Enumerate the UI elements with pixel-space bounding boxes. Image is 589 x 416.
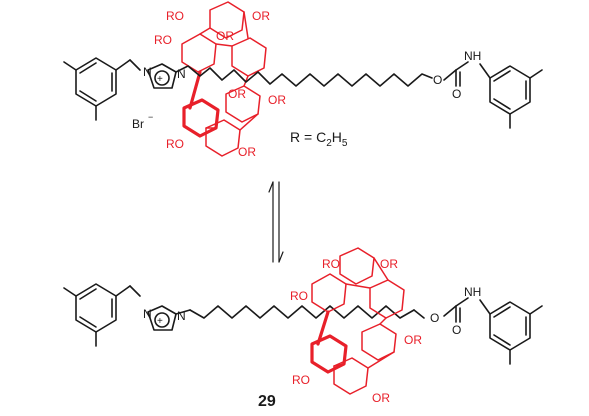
top-or-2: OR	[216, 29, 234, 43]
bottom-nitrogen-1: N	[143, 307, 152, 321]
bottom-or-1: OR	[380, 257, 398, 271]
bottom-nitrogen-2: N	[177, 309, 186, 323]
bottom-calixarene-macrocycle	[310, 247, 405, 395]
top-left-xylyl-stopper	[63, 57, 141, 121]
bottom-carbamate	[413, 297, 469, 323]
top-bromide: Br	[132, 117, 144, 131]
top-carbamate	[443, 61, 469, 87]
equilibrium-arrow	[268, 181, 284, 263]
top-alkyl-chain	[187, 65, 433, 87]
bottom-or-2: OR	[404, 333, 422, 347]
bottom-carbamate-nh: NH	[464, 285, 481, 299]
top-right-xylyl-stopper	[479, 63, 543, 129]
r-definition: R = C2H5	[290, 129, 348, 149]
bottom-ro-3: RO	[292, 373, 310, 387]
bottom-ro-2: RO	[290, 289, 308, 303]
bottom-ro-1: RO	[322, 257, 340, 271]
top-nitrogen-1: N	[143, 65, 152, 79]
top-ro-1: RO	[166, 9, 184, 23]
bottom-imidazolium	[147, 305, 191, 331]
top-or-3: OR	[228, 87, 246, 101]
bottom-carbamate-o2: O	[452, 323, 461, 337]
top-calixarene-macrocycle	[181, 1, 267, 157]
top-imidazolium-plus: +	[157, 74, 163, 85]
bottom-carbamate-o1: O	[430, 311, 439, 325]
bottom-rotaxane: N N + RO OR RO OR RO OR	[63, 247, 543, 410]
top-carbamate-o2: O	[452, 87, 461, 101]
top-ro-3: RO	[166, 137, 184, 151]
top-imidazolium	[147, 63, 189, 89]
top-or-1: OR	[252, 9, 270, 23]
top-ro-2: RO	[154, 33, 172, 47]
top-bromide-charge: −	[148, 112, 153, 122]
top-or-4: OR	[268, 93, 286, 107]
compound-number: 29	[258, 393, 276, 410]
bottom-right-xylyl-stopper	[479, 299, 543, 365]
top-nitrogen-2: N	[177, 67, 186, 81]
bottom-left-xylyl-stopper	[63, 283, 141, 347]
top-carbamate-o1: O	[433, 73, 442, 87]
top-carbamate-nh: NH	[464, 49, 481, 63]
bottom-alkyl-chain	[189, 305, 415, 319]
bottom-imidazolium-plus: +	[157, 316, 163, 327]
top-or-5: OR	[238, 145, 256, 159]
top-rotaxane: N N + Br − RO OR RO OR OR OR RO OR	[63, 1, 543, 159]
bottom-or-3: OR	[372, 391, 390, 405]
